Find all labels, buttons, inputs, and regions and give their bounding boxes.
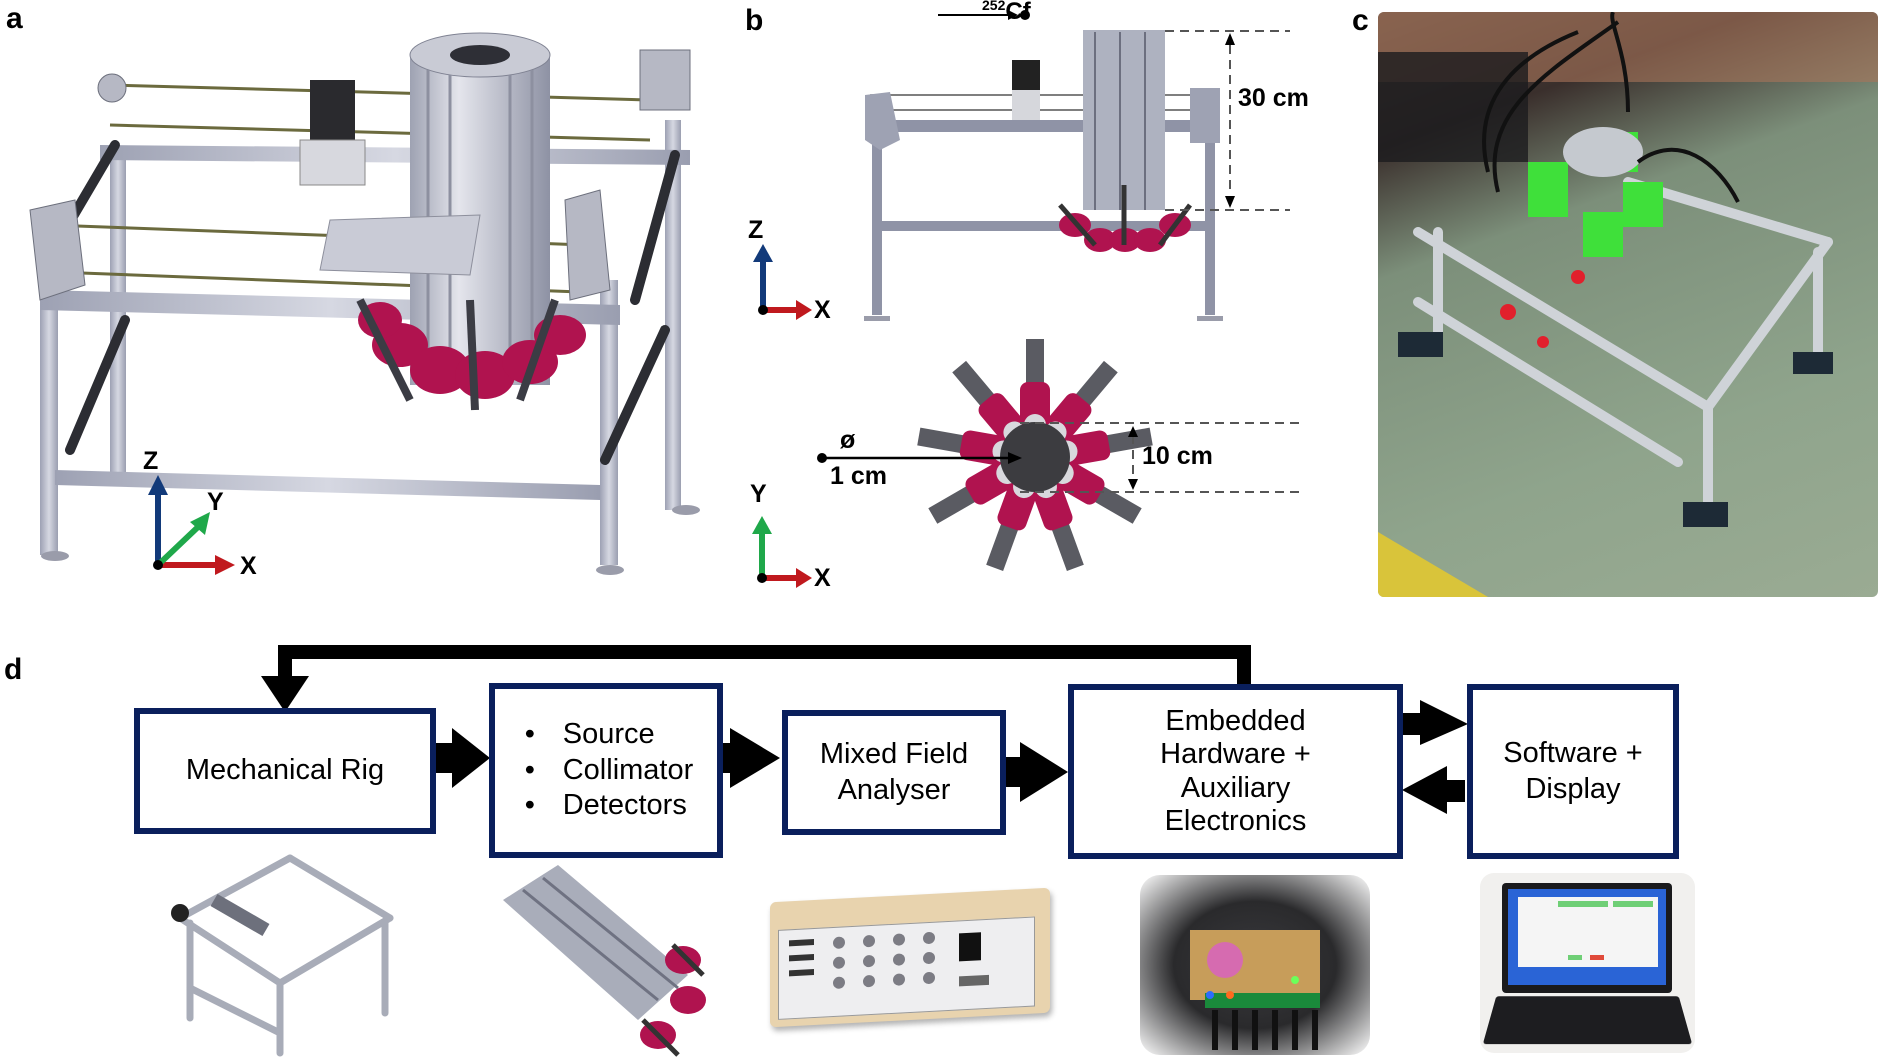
source-element: Cf [1005,0,1031,25]
block-source-collimator-detectors: Source Collimator Detectors [489,683,723,858]
arrow-embedded-to-software [1402,700,1468,745]
axes-triad-a [148,475,235,575]
panel-label-d: d [4,653,23,686]
block-embedded-line-1: Embedded [1165,704,1306,737]
axis-label-x-side: X [814,296,831,324]
laptop-screen [1508,889,1666,985]
axis-label-x: X [240,552,257,580]
diameter-symbol: ø [840,426,856,454]
thumbnail-analyser-unit [770,887,1050,1028]
block-source-list: Source Collimator Detectors [519,717,694,824]
diameter-value: 1 cm [830,462,887,490]
carriage-plate [319,214,481,276]
arrow-analyser-to-embedded [1004,742,1068,802]
analyser-front-panel [778,916,1035,1020]
detector-spokes [917,339,1153,571]
laptop-screen-bezel [1502,883,1672,993]
axis-label-y: Y [207,488,224,516]
source-label: 252Cf [982,0,1031,26]
axis-label-z: Z [143,447,159,475]
rig-photo-illustration [1378,12,1878,597]
block-mechanical-rig: Mechanical Rig [134,708,436,834]
panel-b-top-view: ø 1 cm 10 cm Y X [720,330,1350,610]
software-window [1518,897,1658,967]
laptop-keyboard [1482,996,1693,1045]
block-mixed-field-analyser: Mixed Field Analyser [782,710,1006,835]
bullet-detectors: Detectors [519,788,694,824]
rig-side-elevation [753,10,1290,321]
motor-mount [299,139,366,186]
collimator-disc [1000,422,1070,492]
block-embedded-hardware: Embedded Hardware + Auxiliary Electronic… [1068,684,1403,859]
block-software-line-2: Display [1525,772,1621,805]
panel-label-c: c [1352,4,1369,37]
thumbnail-rig [171,854,394,1057]
rig-isometric-illustration [29,32,700,575]
block-diagram-arrows [261,645,1468,814]
panel-label-b: b [745,4,764,37]
block-mechanical-rig-label: Mechanical Rig [185,754,385,787]
block-embedded-line-2: Hardware + [1160,738,1311,771]
thumbnail-collimator [503,865,706,1057]
rig-end-plates [29,49,691,301]
height-dimension-label: 30 cm [1238,84,1309,112]
width-dimension-label: 10 cm [1142,442,1213,470]
block-software-display: Software + Display [1467,684,1679,859]
arrow-software-to-embedded [1402,766,1465,814]
block-analyser-line-1: Mixed Field [819,738,969,771]
arrow-rig-to-source [430,728,490,788]
bullet-source: Source [519,717,694,753]
panel-c-photo [1378,12,1878,597]
flow-arrows [430,700,1468,814]
block-software-line-1: Software + [1503,737,1643,770]
block-analyser-line-2: Analyser [837,773,951,806]
thumbnail-embedded-board [1140,875,1370,1055]
bullet-collimator: Collimator [519,753,694,789]
panel-label-a: a [6,2,23,35]
source-point [1020,10,1030,20]
detector-array-top-view [752,339,1300,588]
detector-brackets [356,298,559,411]
axis-label-z-side: Z [748,216,764,244]
rig-feet [41,505,700,575]
axis-label-x-top: X [814,564,831,592]
stepper-motor [310,80,355,140]
rig-legs [40,120,681,565]
block-embedded-line-3: Auxiliary [1180,771,1291,804]
axis-label-y-top: Y [750,480,767,508]
thumbnail-laptop [1480,873,1695,1053]
detector-spoke [1020,339,1050,436]
collimator-cylinder [409,32,551,385]
panel-a-rig-render: Z Y X [0,0,720,600]
source-isotope-mass: 252 [982,0,1006,13]
block-embedded-line-4: Electronics [1164,804,1307,837]
panel-b-side-view: 252Cf 30 cm Z X [720,0,1350,330]
